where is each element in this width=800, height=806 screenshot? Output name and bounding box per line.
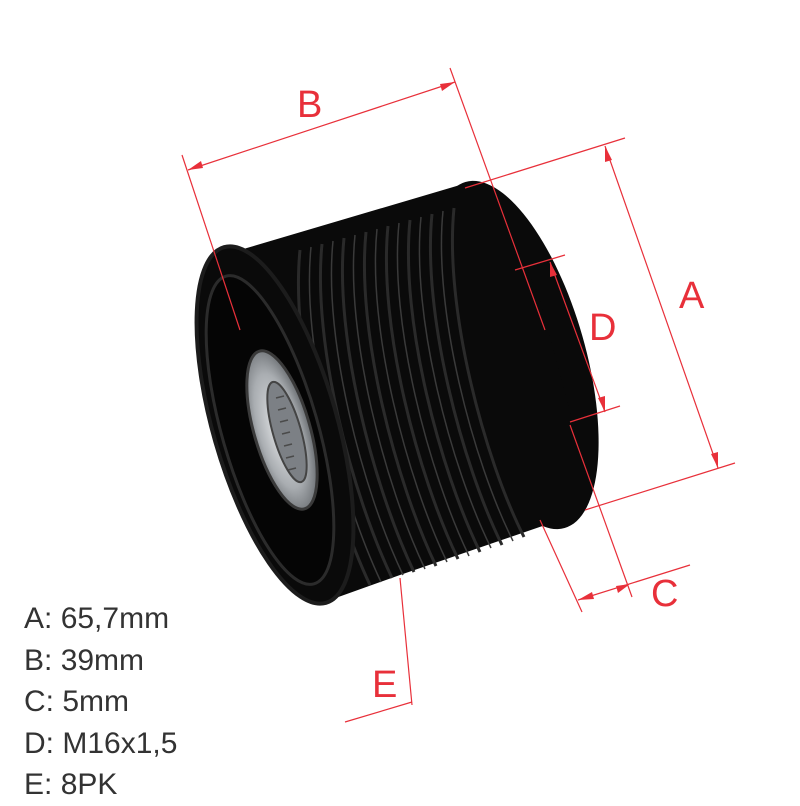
dim-label-c: C bbox=[651, 573, 678, 615]
dim-label-b: B bbox=[297, 84, 322, 126]
dim-a-line bbox=[604, 145, 719, 469]
dim-e-leader bbox=[399, 577, 413, 706]
dim-b-arrow-left bbox=[188, 161, 203, 170]
spec-list: A: 65,7mm B: 39mm C: 5mm D: M16x1,5 E: 8… bbox=[24, 598, 177, 806]
dim-c-extension-left bbox=[539, 519, 583, 613]
spec-item-e: E: 8PK bbox=[24, 764, 177, 806]
bearing-teeth bbox=[275, 395, 297, 471]
dim-a-extension-bottom bbox=[584, 462, 736, 511]
spec-value: 5mm bbox=[62, 685, 130, 718]
spec-value: 8PK bbox=[60, 768, 118, 801]
spec-sep: : bbox=[45, 685, 63, 718]
spec-sep: : bbox=[44, 602, 61, 635]
spec-key: D bbox=[24, 726, 46, 760]
spec-value: 39mm bbox=[60, 643, 145, 677]
dim-c-arrow-right bbox=[616, 584, 630, 593]
dim-d-arrow-bottom bbox=[598, 396, 605, 412]
dim-b-extension-right bbox=[449, 67, 546, 331]
dimension-labels: B A D C E bbox=[297, 84, 705, 706]
dim-c-line bbox=[577, 564, 691, 601]
dim-e-baseline bbox=[344, 701, 413, 723]
dimension-lines bbox=[181, 67, 736, 723]
spec-item-b: B: 39mm bbox=[24, 640, 177, 682]
spec-key: E bbox=[24, 768, 45, 801]
spec-sep: : bbox=[44, 643, 61, 677]
spec-sep: : bbox=[45, 726, 63, 760]
dim-a-arrow-top bbox=[605, 146, 612, 162]
dim-d-extension-top bbox=[514, 254, 566, 271]
pulley-body bbox=[194, 180, 599, 606]
spec-item-c: C: 5mm bbox=[24, 681, 177, 723]
spec-value: 65,7mm bbox=[60, 602, 170, 635]
spec-value: M16x1,5 bbox=[62, 726, 178, 760]
dim-d-line bbox=[549, 261, 606, 413]
spec-item-a: A: 65,7mm bbox=[24, 598, 177, 640]
dim-d-extension-bottom bbox=[569, 405, 621, 423]
dim-b-arrow-right bbox=[440, 82, 455, 91]
dim-b-line bbox=[187, 81, 456, 171]
dim-c-arrow-left bbox=[578, 592, 594, 600]
dim-d-arrow-top bbox=[550, 262, 557, 277]
spec-sep: : bbox=[44, 768, 61, 801]
spec-key: B bbox=[24, 643, 45, 677]
dim-a-extension-top bbox=[464, 137, 626, 189]
spec-item-d: D: M16x1,5 bbox=[24, 723, 177, 765]
dim-c-extension-right bbox=[569, 424, 633, 598]
dim-label-d: D bbox=[589, 307, 616, 349]
dim-label-e: E bbox=[372, 664, 397, 706]
dim-b-extension-left bbox=[181, 154, 241, 331]
dim-a-arrow-bottom bbox=[711, 452, 718, 468]
dim-label-a: A bbox=[679, 275, 705, 317]
spec-key: C bbox=[24, 685, 46, 718]
spec-key: A bbox=[24, 602, 45, 635]
